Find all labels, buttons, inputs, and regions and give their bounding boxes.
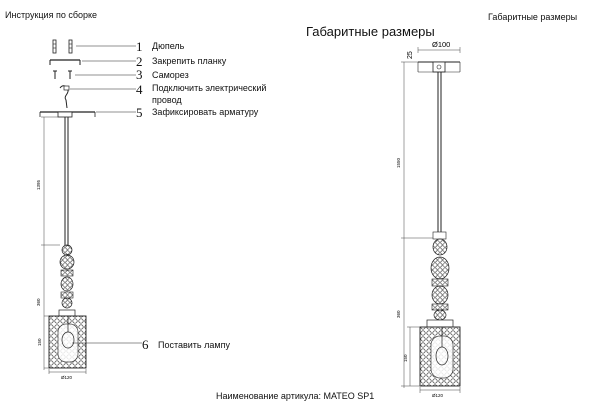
shade-height-dimension-left: 150: [37, 315, 49, 369]
lower-length-value-left: 360: [36, 298, 41, 306]
canopy-diameter-dimension: Ø100: [417, 40, 461, 53]
dowel-icon: [52, 39, 73, 54]
article-name: Наименование артикула: MATEO SP1: [216, 391, 375, 401]
shade-width-value-right: Ø120: [432, 393, 444, 398]
cable-length-value: 1395: [36, 179, 41, 190]
electric-wire-icon: [59, 85, 70, 109]
step-2-label: Закрепить планку: [152, 56, 227, 66]
dimensions-title-right: Габаритные размеры: [488, 12, 578, 22]
lamp-shade-left: [48, 315, 87, 369]
step-6-label: Поставить лампу: [158, 340, 230, 350]
step-1-number: 1: [136, 39, 143, 54]
step-4-label: Подключить электрический: [152, 83, 267, 93]
dimensions-title-center: Габаритные размеры: [306, 24, 435, 39]
canopy-diameter-value: Ø100: [432, 40, 450, 49]
total-length-value: 1550: [396, 157, 401, 168]
step-3-number: 3: [136, 67, 143, 82]
shade-height-dimension-right: 150: [401, 326, 420, 387]
step-3-label: Саморез: [152, 70, 189, 80]
canopy-height-dimension: 25: [401, 51, 420, 72]
canopy-height-value: 25: [407, 51, 414, 59]
lower-length-value-right: 360: [396, 310, 401, 318]
lower-length-dimension-left: 360: [36, 245, 45, 370]
lower-length-dimension-right: 360: [396, 238, 405, 388]
step-5-label: Зафиксировать арматуру: [152, 107, 259, 117]
mounting-bracket-icon: [49, 59, 81, 65]
cable-length-dimension: 1395: [36, 116, 60, 246]
step-4-number: 4: [136, 82, 143, 97]
step-5-number: 5: [136, 105, 143, 120]
step-4-label-line2: провод: [152, 95, 182, 105]
decorative-stem-right: [426, 231, 454, 328]
shade-height-value-right: 150: [403, 354, 408, 362]
step-6-number: 6: [142, 337, 149, 352]
decorative-stem-left: [58, 244, 76, 317]
shade-width-dimension-right: Ø120: [419, 387, 461, 398]
screw-icon: [53, 70, 72, 79]
shade-height-value-left: 150: [37, 338, 42, 346]
lamp-shade-right: [419, 326, 461, 387]
assembly-instructions-title: Инструкция по сборке: [5, 10, 98, 20]
step-1-label: Дюпель: [152, 41, 185, 51]
canopy-right: [417, 61, 461, 73]
shade-width-value-left: Ø120: [61, 375, 73, 380]
canopy-icon: [39, 111, 96, 118]
total-length-dimension: 1550: [396, 72, 434, 239]
step-2-number: 2: [136, 54, 143, 69]
shade-width-dimension-left: Ø120: [48, 369, 87, 380]
